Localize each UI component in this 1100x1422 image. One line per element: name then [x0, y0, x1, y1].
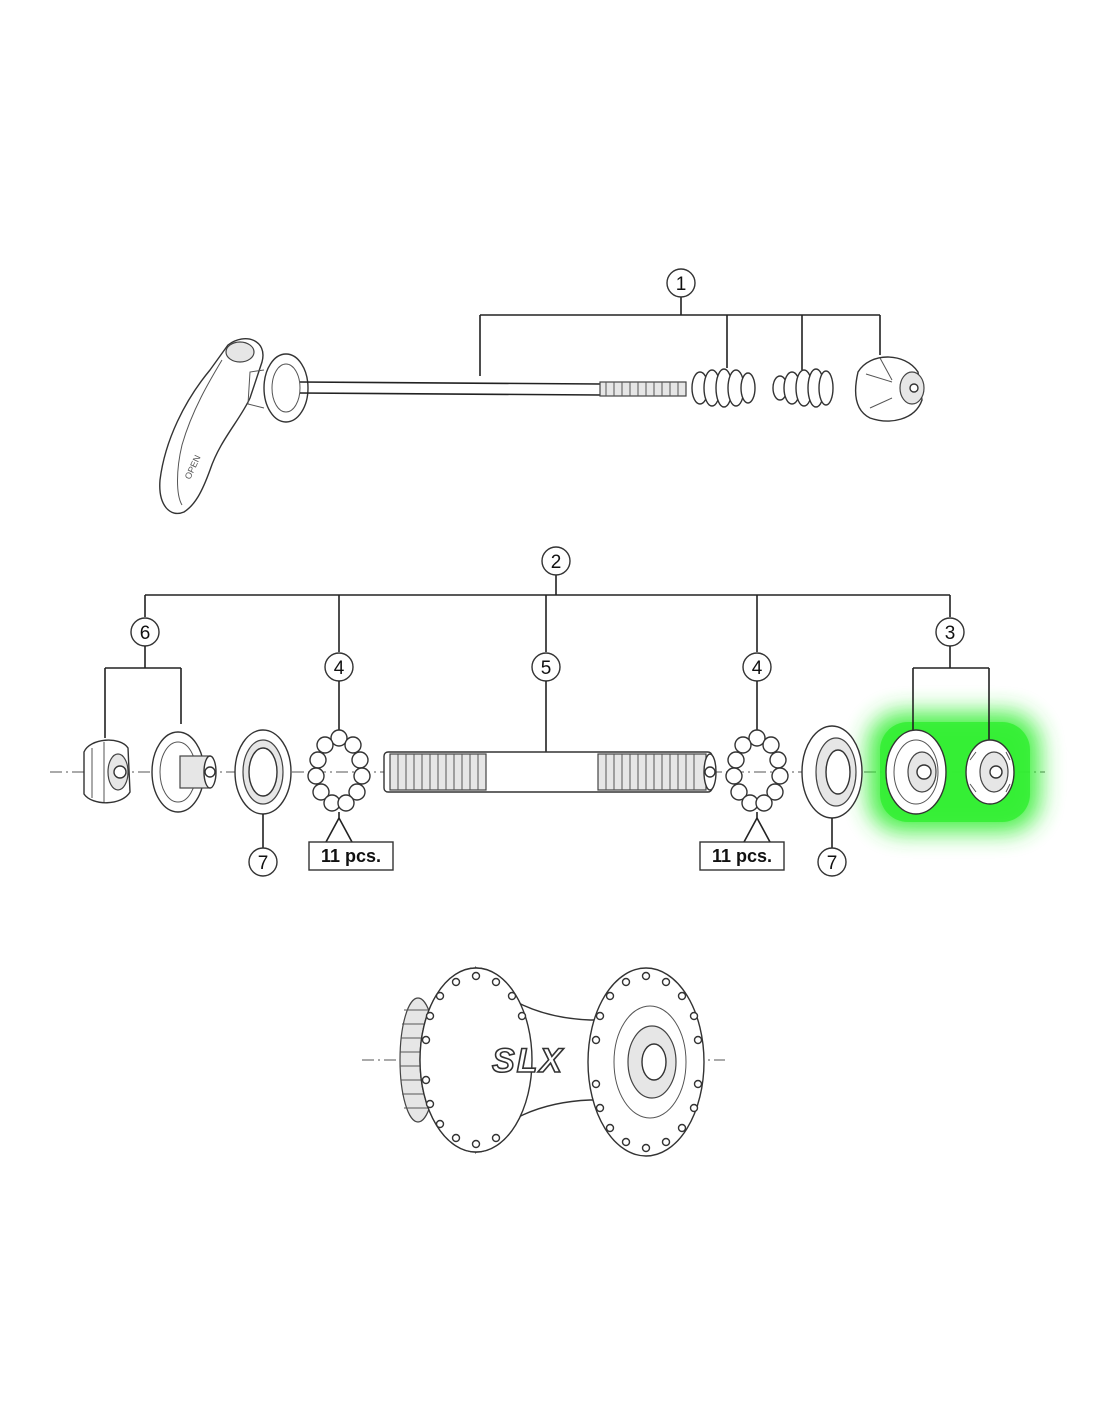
callout-3-label: 3: [945, 623, 956, 644]
leader-lines-2: [144, 575, 951, 652]
axle: [383, 751, 717, 793]
nut-icon: [83, 739, 131, 804]
skewer-rod: [299, 381, 687, 397]
spring-icon: [691, 368, 756, 408]
callout-6-label: 6: [140, 623, 151, 644]
quantity-label-left: 11 pcs.: [321, 846, 381, 866]
callout-3: 3: [935, 617, 965, 647]
leader-lines-6: [104, 646, 182, 738]
nut-icon: [965, 739, 1015, 805]
callout-7-right-label: 7: [827, 853, 838, 874]
leader-lines-3: [912, 646, 990, 742]
callout-5: 5: [531, 652, 561, 752]
callout-2: 2: [541, 546, 571, 576]
callout-5-label: 5: [541, 658, 552, 679]
callout-4-right-label: 4: [752, 658, 763, 679]
ball-retainer-icon: [307, 729, 371, 843]
quantity-box-left: 11 pcs.: [308, 841, 394, 871]
quantity-label-right: 11 pcs.: [712, 846, 772, 866]
callout-4-right: 4: [742, 652, 772, 734]
callout-7-right: 7: [817, 847, 847, 877]
hub-axle-assembly: 2 6 4 5 4: [50, 546, 1045, 877]
callout-7-left: 7: [248, 847, 278, 877]
quantity-box-right: 11 pcs.: [699, 841, 785, 871]
dust-seal-right: [801, 725, 863, 848]
callout-4-left: 4: [324, 652, 354, 734]
nut-icon: [854, 356, 925, 422]
callout-2-label: 2: [551, 552, 562, 573]
ball-retainer-icon: [725, 729, 789, 843]
spring-icon: [772, 368, 834, 408]
hub-logo: SLX: [492, 1042, 564, 1080]
leader-lines-1: [479, 297, 881, 376]
quick-release-assembly: 1 OPEN: [159, 268, 925, 515]
cone-part: [151, 731, 217, 813]
hub-icon: SLX: [362, 965, 725, 1157]
callout-1-label: 1: [676, 274, 687, 295]
callout-6: 6: [130, 617, 160, 647]
callout-4-left-label: 4: [334, 658, 345, 679]
lever-icon: OPEN: [159, 338, 309, 515]
callout-1: 1: [666, 268, 696, 298]
cone-part-highlighted: [885, 729, 947, 815]
dust-seal-left: [234, 729, 292, 848]
callout-7-left-label: 7: [258, 853, 269, 874]
